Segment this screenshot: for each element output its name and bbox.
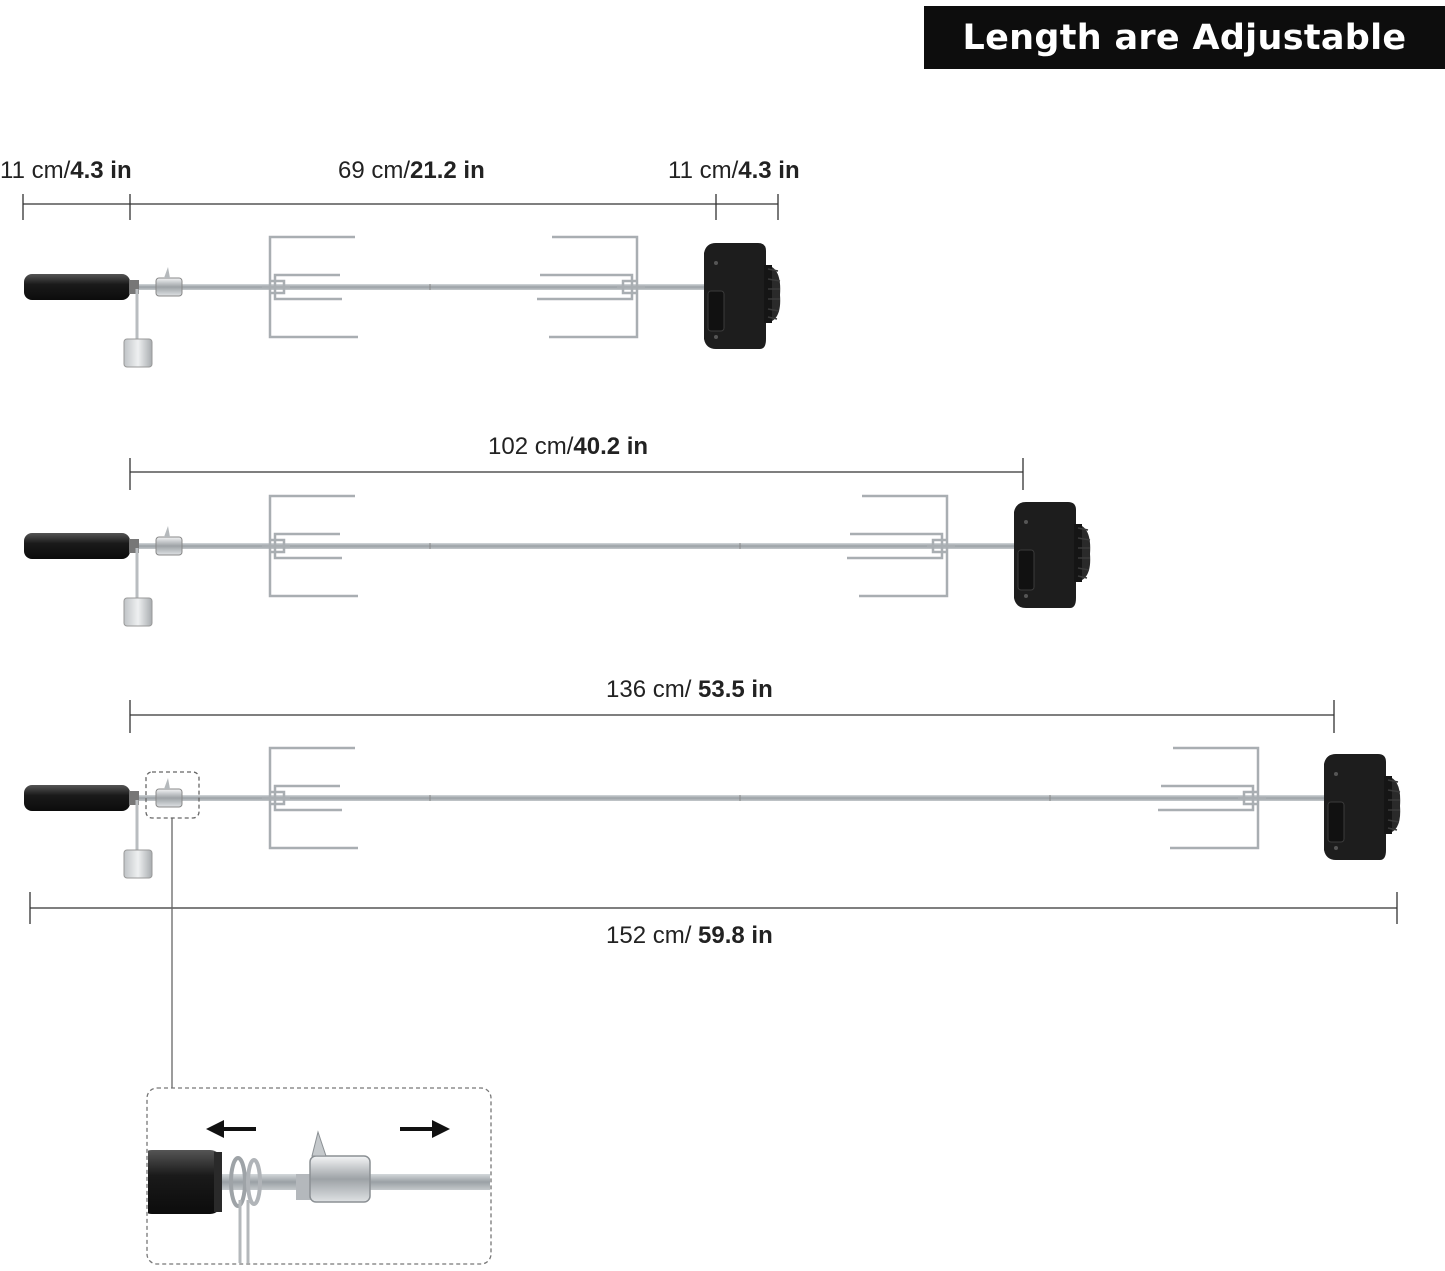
dim-label-right-segment: 11 cm/4.3 in [668, 157, 800, 184]
dim-label-length-102: 102 cm/40.2 in [488, 433, 649, 460]
title-banner: Length are Adjustable [924, 6, 1445, 69]
arrow-right-icon [400, 1120, 450, 1138]
banner-title: Length are Adjustable [962, 17, 1407, 58]
spit-rod-1 [22, 235, 781, 369]
dim-label-middle-segment: 69 cm/21.2 in [338, 157, 485, 184]
dimension-line-1 [22, 194, 779, 220]
spit-rod-2 [22, 494, 1091, 628]
dim-label-overall-152: 152 cm/ 59.8 in [606, 922, 773, 949]
dim-label-length-136: 136 cm/ 53.5 in [606, 676, 773, 703]
detail-zoom-panel [146, 1087, 492, 1265]
dimension-line-overall [29, 892, 1398, 924]
spit-rod-3 [22, 746, 1401, 880]
dimension-line-2 [129, 458, 1024, 490]
dimension-line-3 [129, 700, 1335, 733]
dim-label-left-segment: 11 cm/4.3 in [0, 157, 132, 184]
arrow-left-icon [206, 1120, 256, 1138]
